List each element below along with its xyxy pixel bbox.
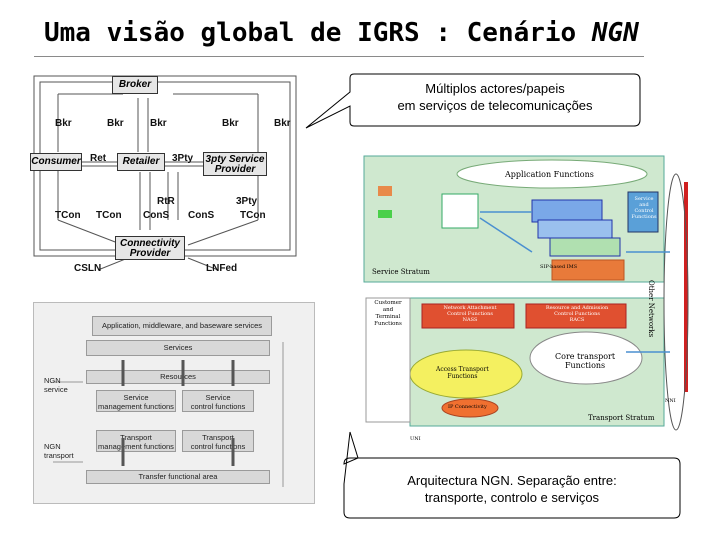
- transport-stratum-label: Transport Stratum: [588, 414, 655, 422]
- layer-application: Application, middleware, and baseware se…: [92, 316, 272, 336]
- retailer-box: Retailer: [117, 153, 165, 171]
- callout-bottom-shape: [343, 431, 681, 519]
- layer-services: Services: [86, 340, 270, 356]
- application-functions-label: Application Functions: [505, 170, 594, 179]
- bkr-label-4: Bkr: [222, 118, 239, 129]
- bkr-label-3: Bkr: [150, 118, 167, 129]
- callout-top-shape: [305, 73, 641, 129]
- service-stratum-label: Service Stratum: [372, 268, 430, 276]
- lnfed-label: LNFed: [206, 263, 238, 274]
- ngn-architecture-shapes: [363, 155, 689, 431]
- nni-label: NNI: [665, 398, 676, 404]
- callout-bottom-text: Arquitectura NGN. Separação entre: trans…: [407, 473, 617, 505]
- other-networks-label: Other Networks: [647, 280, 655, 338]
- uni-label: UNI: [410, 436, 421, 442]
- broker-box: Broker: [112, 76, 158, 94]
- tcon-label-3: TCon: [240, 210, 266, 221]
- sip-ims-label: SIP-based IMS: [540, 264, 578, 270]
- consumer-box: Consumer: [30, 153, 82, 171]
- title-underline: [34, 56, 644, 57]
- layer-resources: Resources: [86, 370, 270, 384]
- ip-connectivity-label: IP Connectivity: [448, 404, 487, 410]
- bkr-label-2: Bkr: [107, 118, 124, 129]
- cons-label-2: ConS: [188, 210, 215, 221]
- page-title: Uma visão global de IGRS : Cenário NGN: [44, 18, 639, 48]
- cons-label-1: ConS: [143, 210, 170, 221]
- tcon-label-2: TCon: [96, 210, 122, 221]
- callout-top-text: Múltiplos actores/papeis em serviços de …: [397, 81, 593, 113]
- three-pty-label-right: 3Pty: [236, 196, 258, 207]
- three-pty-label-left: 3Pty: [172, 153, 194, 164]
- rtr-label: RtR: [157, 196, 175, 207]
- ngn-layer-arrows: [53, 342, 284, 487]
- tcon-label-1: TCon: [55, 210, 81, 221]
- ret-label: Ret: [90, 153, 107, 164]
- bkr-label-1: Bkr: [55, 118, 72, 129]
- layer-transfer: Transfer functional area: [86, 470, 270, 484]
- bkr-label-5: Bkr: [274, 118, 291, 129]
- csln-label: CSLN: [74, 263, 102, 274]
